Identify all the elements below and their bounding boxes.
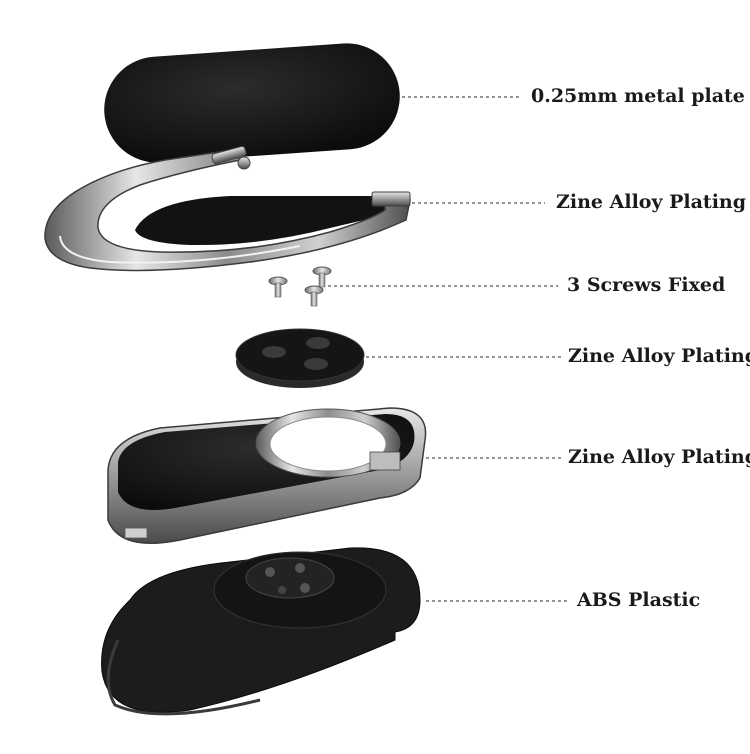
disc-face	[235, 328, 365, 382]
base-hub-bolt-1	[265, 567, 275, 577]
screw-top	[312, 266, 332, 288]
zinc-disc-part	[235, 328, 365, 388]
label-zinc-disc: Zine Alloy Plating	[568, 345, 750, 367]
abs-base-part	[101, 547, 421, 716]
label-abs-base: ABS Plastic	[577, 589, 701, 611]
label-metal-plate: 0.25mm metal plate	[531, 85, 745, 107]
bracket-highlight	[59, 235, 301, 264]
bracket-hinge-knob	[237, 156, 251, 170]
disc-hole-bottom	[304, 358, 328, 370]
bracket-hinge	[211, 145, 247, 165]
base-mount-hub	[245, 557, 335, 599]
base-hub-bolt-3	[300, 583, 310, 593]
bracket-u-band	[44, 149, 411, 272]
base-hub-bolt-2	[295, 563, 305, 573]
disc-hole-left	[262, 346, 286, 358]
zinc-frame-part	[107, 407, 427, 544]
label-screws: 3 Screws Fixed	[567, 274, 726, 296]
disc-hole-top	[306, 337, 330, 349]
metal-plate-shape	[104, 43, 400, 163]
metal-plate-part	[104, 43, 400, 163]
bracket-latch	[371, 191, 411, 207]
frame-ring-opening	[269, 416, 387, 472]
zinc-bracket-part	[44, 145, 411, 272]
base-edge-highlight	[106, 639, 261, 716]
screw-left	[268, 276, 288, 298]
bracket-inner-plate	[135, 196, 394, 246]
screws-part	[268, 266, 332, 307]
frame-clip-left	[124, 527, 148, 539]
screw-bottom	[304, 285, 324, 307]
label-zinc-bracket: Zine Alloy Plating	[556, 191, 747, 213]
frame-clip-right	[369, 451, 401, 471]
base-hub-bolt-4	[278, 586, 286, 594]
label-zinc-frame: Zine Alloy Plating	[568, 446, 750, 468]
